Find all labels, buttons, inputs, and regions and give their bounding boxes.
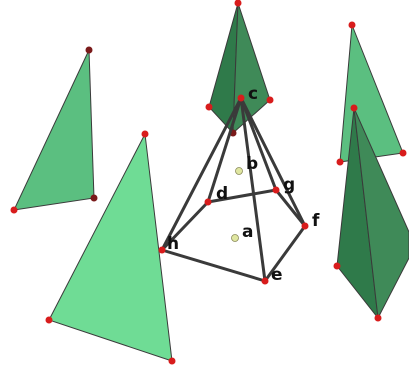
edge-c-e	[239, 96, 267, 283]
face-left-large	[48, 132, 173, 362]
label-g: g	[283, 175, 295, 195]
tetra-left-large	[45, 130, 176, 365]
edge-e-f	[263, 224, 307, 283]
vertex-right-back-top	[348, 21, 356, 29]
edge-d-h	[160, 200, 210, 252]
label-d: d	[216, 184, 228, 204]
tetra-right-front	[333, 104, 409, 322]
label-h: h	[167, 234, 179, 254]
vertex-left-small-top	[85, 46, 93, 54]
vertex-right-front-top	[350, 104, 358, 112]
vertex-right-front-bottom	[374, 314, 382, 322]
vertex-right-back-br	[399, 149, 407, 157]
point-b	[235, 167, 243, 175]
edge-c-h	[160, 96, 243, 252]
vertex-right-back-bl	[336, 158, 344, 166]
vertex-left-large-bl	[45, 316, 53, 324]
tetra-right-back	[336, 21, 407, 166]
edge-c-d	[206, 96, 243, 204]
label-a: a	[242, 222, 253, 242]
tetra-top	[205, 0, 274, 137]
label-c: c	[248, 84, 258, 104]
tetra-left-small	[10, 46, 98, 214]
vertex-g	[272, 186, 280, 194]
vertex-left-large-br	[168, 357, 176, 365]
vertex-left-small-br	[90, 194, 98, 202]
edge-g-d	[206, 188, 278, 204]
face-right-front-right	[353, 107, 409, 320]
vertex-left-small-bl	[10, 206, 18, 214]
label-e: e	[271, 265, 283, 285]
vertex-right-front-left	[333, 262, 341, 270]
label-b: b	[246, 154, 258, 174]
vertex-top-left	[205, 103, 213, 111]
face-right-back	[339, 24, 404, 163]
edge-c-g	[239, 96, 278, 192]
edge-c-f	[239, 96, 307, 228]
face-left-small	[13, 49, 95, 211]
vertex-c	[237, 94, 245, 102]
wireframe-pyramid	[158, 94, 309, 285]
vertex-top-apex	[234, 0, 242, 7]
point-a	[231, 234, 239, 242]
face-top-right	[232, 2, 271, 135]
vertex-left-large-top	[141, 130, 149, 138]
edge-f-g	[274, 188, 307, 228]
vertex-top-right	[266, 96, 274, 104]
edge-h-e	[160, 248, 267, 283]
vertex-d	[204, 198, 212, 206]
vertex-e	[261, 277, 269, 285]
vertex-h	[158, 246, 166, 254]
vertex-f	[301, 222, 309, 230]
label-f: f	[312, 211, 320, 231]
